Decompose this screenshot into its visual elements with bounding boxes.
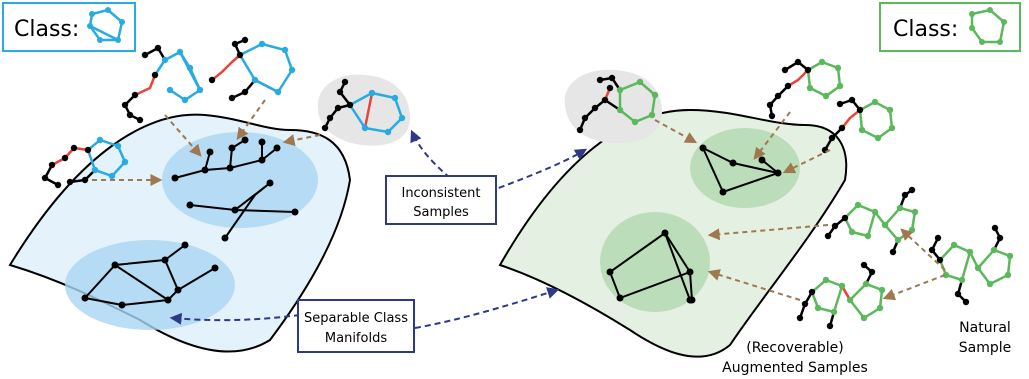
natural-sample-molecule — [928, 224, 1014, 306]
right-class-label: Class: — [893, 17, 958, 42]
right-sample-molecule-2 — [821, 96, 896, 154]
left-sample-molecule-2 — [208, 36, 296, 102]
augmented-sample-1 — [824, 186, 919, 256]
left-class-box: Class: — [2, 2, 136, 52]
natural-sample-label-line1: Natural — [959, 320, 1011, 336]
left-class-region-bottom — [65, 240, 235, 330]
inconsistent-samples-callout: Inconsistent Samples — [385, 175, 497, 225]
left-class-label: Class: — [14, 17, 79, 42]
augmented-samples-label-line2: Augmented Samples — [722, 360, 868, 376]
embedding-arrows — [92, 99, 946, 301]
separable-manifolds-callout: Separable Class Manifolds — [297, 299, 415, 353]
inconsistent-line1: Inconsistent — [401, 186, 480, 201]
natural-sample-label-line2: Sample — [959, 340, 1012, 356]
separable-line2: Manifolds — [325, 331, 387, 346]
left-graph-nodes — [81, 136, 299, 309]
separable-line1: Separable Class — [304, 311, 408, 326]
right-inconsistent-sample — [564, 69, 662, 144]
left-sample-molecule-3 — [41, 136, 129, 189]
right-graph-nodes — [606, 144, 782, 304]
right-class-region-bottom — [600, 212, 710, 312]
left-inconsistent-sample — [317, 74, 410, 146]
left-sample-molecule-1 — [121, 44, 204, 124]
right-class-region-top — [690, 128, 800, 208]
right-class-box: Class: — [879, 2, 1021, 52]
right-manifold — [498, 108, 848, 358]
inconsistent-line2: Samples — [413, 205, 469, 220]
right-sample-molecule-1 — [766, 58, 844, 120]
augmented-samples-label-line1: (Recoverable) — [746, 340, 844, 356]
augmented-sample-2 — [796, 261, 886, 330]
